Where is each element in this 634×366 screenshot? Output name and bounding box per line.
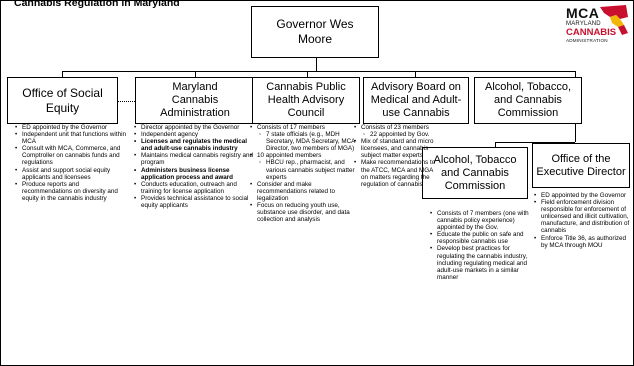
list-item: Consider and make recommendations relate… (250, 181, 361, 202)
list-item: Independent unit that functions within M… (15, 131, 126, 145)
dotted-link-social-equity-mca (118, 101, 135, 102)
box-label-line: Maryland (172, 81, 218, 93)
box-label-line: Medical and Adult- (370, 94, 462, 106)
box-label-line: Cannabis (171, 94, 219, 106)
list-item-text: Consists of 17 members (257, 124, 325, 131)
box-label-line: use Cannabis (382, 107, 450, 119)
sub-list: HBCU rep., pharmacist, and various canna… (257, 159, 361, 180)
sub-list: 22 appointed by Gov. (361, 131, 439, 138)
logo-administration-text: ADMINISTRATION (566, 38, 608, 43)
list-item-text: Consists of 23 members (361, 124, 429, 131)
connector-atcc-down (575, 124, 576, 142)
box-label-line: Council (287, 107, 325, 119)
box-label-line: Office of Social (22, 85, 103, 100)
social-equity-list: ED appointed by the Governor Independent… (13, 124, 126, 202)
connector-advisory-board (415, 71, 416, 77)
connector-top-bar (62, 71, 575, 72)
list-item: Consists of 23 members 22 appointed by G… (354, 124, 439, 138)
list-item: Consists of 7 members (one with cannabis… (430, 210, 530, 231)
slide-title: Cannabis Regulation in Maryland (14, 0, 180, 9)
atcc-sub-list: Consists of 7 members (one with cannabis… (428, 210, 530, 281)
list-item: Director appointed by the Governor (134, 124, 256, 131)
list-item: Make recommendations to the ATCC, MCA an… (354, 159, 439, 187)
governor-line-2: Moore (297, 32, 332, 46)
governor-line-1: Governor Wes (276, 17, 354, 31)
box-label-line: Executive Director (536, 165, 626, 178)
logo-cannabis-text: CANNABIS (566, 27, 617, 38)
list-item: Consult with MCA, Commerce, and Comptrol… (15, 145, 126, 166)
box-label-line: Cannabis Public (266, 81, 346, 93)
box-label-line: Advisory Board on (371, 81, 461, 93)
connector-health-council (307, 71, 308, 77)
box-label-line: Equity (45, 100, 80, 115)
list-item: Maintains medical cannabis registry and … (134, 152, 256, 166)
maryland-flag-icon (600, 5, 628, 35)
list-item: 10 appointed members HBCU rep., pharmaci… (250, 152, 361, 180)
advisory-board-list: Consists of 23 members 22 appointed by G… (352, 124, 439, 188)
list-item: Mix of standard and micro licensees, and… (354, 138, 439, 159)
box-label-line: Alcohol, Tobacco, (484, 81, 572, 93)
list-item: Provides technical assistance to social … (134, 195, 256, 209)
connector-atcc-sub-bar (495, 142, 575, 143)
list-item: Develop best practices for regulating th… (430, 245, 530, 280)
list-item: Produce reports and recommendations on d… (15, 181, 126, 202)
connector-atcc-sub (495, 142, 496, 147)
sub-list-item: 7 state officials (e.g., MDH Secretary, … (259, 131, 361, 152)
logo-mca-text: MCA (566, 5, 600, 21)
box-label-line: and Cannabis (441, 166, 509, 179)
sub-list: 7 state officials (e.g., MDH Secretary, … (257, 131, 361, 152)
box-label-line: Commission (497, 107, 559, 119)
connector-atcc (575, 71, 576, 77)
box-label-line: Health Advisory (267, 94, 345, 106)
connector-governor-down (316, 58, 317, 71)
executive-director-list: ED appointed by the Governor Field enfor… (532, 192, 633, 249)
list-item-bold: Licenses and regulates the medical and a… (134, 138, 256, 152)
connector-social-equity (62, 71, 63, 77)
list-item: Focus on reducing youth use, substance u… (250, 202, 361, 223)
list-item: Educate the public on safe and responsib… (430, 231, 530, 245)
list-item: Independent agency (134, 131, 256, 138)
connector-mca (195, 71, 196, 77)
mca-logo: MCA MARYLAND CANNABIS ADMINISTRATION (566, 3, 632, 49)
list-item: Enforce Title 36, as authorized by MCA t… (534, 235, 633, 249)
box-label-line: and Cannabis (494, 94, 562, 106)
sub-list-item: 22 appointed by Gov. (363, 131, 439, 138)
list-item: Conducts education, outreach and trainin… (134, 181, 256, 195)
box-label-line: Administration (160, 107, 230, 119)
list-item: Field enforcement division responsible f… (534, 199, 633, 234)
health-council-list: Consists of 17 members 7 state officials… (248, 124, 361, 223)
box-label-line: Office of the (551, 152, 611, 165)
logo-maryland-text: MARYLAND (566, 21, 601, 27)
list-item: ED appointed by the Governor (15, 124, 126, 131)
list-item-text: 10 appointed members (257, 152, 322, 160)
list-item: Assist and support social equity applica… (15, 167, 126, 181)
list-item: ED appointed by the Governor (534, 192, 633, 199)
list-item: Consists of 17 members 7 state officials… (250, 124, 361, 152)
sub-list-item: HBCU rep., pharmacist, and various canna… (259, 159, 361, 180)
box-label-line: Alcohol, Tobacco (433, 153, 517, 166)
box-label-line: Commission (444, 179, 506, 192)
list-item-bold: Administers business license application… (134, 167, 256, 181)
mca-list: Director appointed by the Governor Indep… (132, 124, 256, 209)
